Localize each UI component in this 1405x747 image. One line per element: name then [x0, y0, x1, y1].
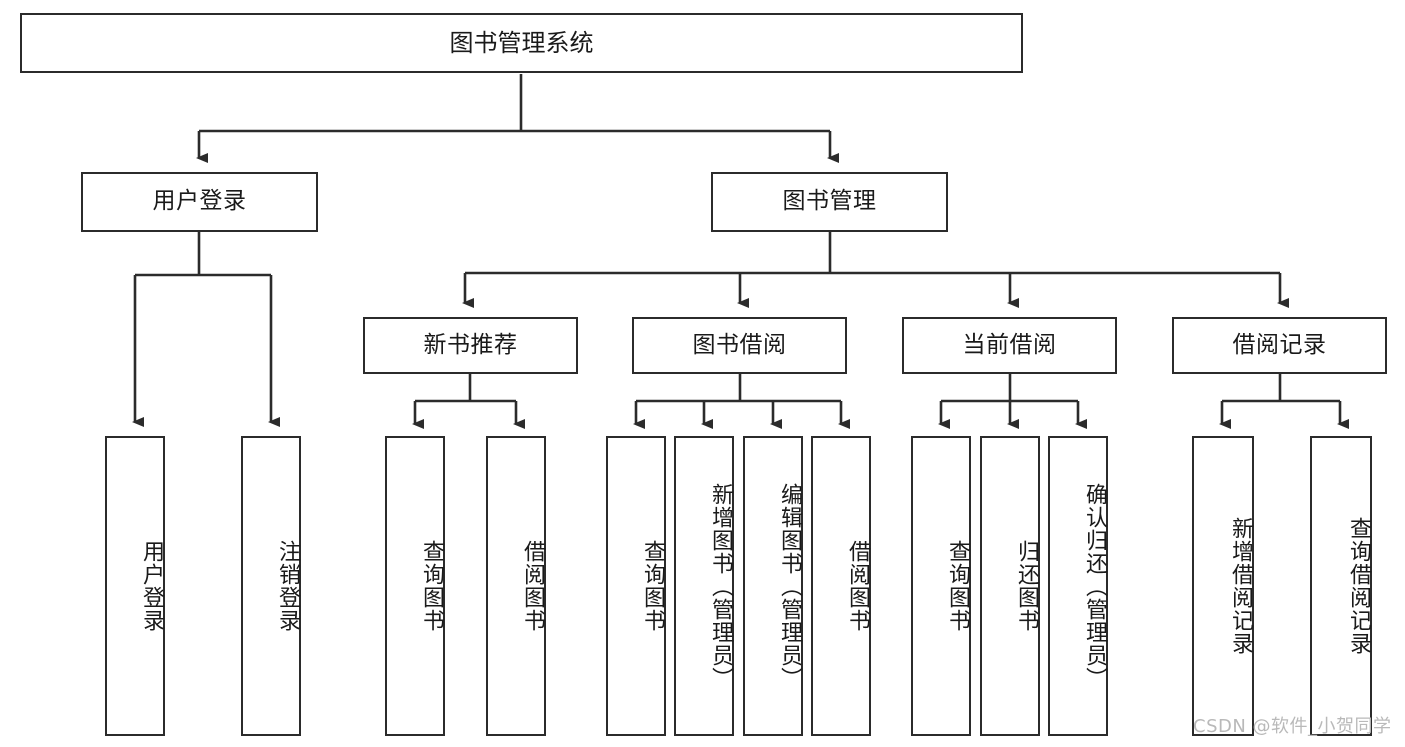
watermark-text: CSDN @软件_小贺同学: [1193, 716, 1392, 737]
leaf-user-logout-label: 注销登录: [275, 540, 300, 632]
leaf-borrow-book-1-label: 借阅图书: [520, 540, 545, 632]
leaf-query-record[interactable]: 查询借阅记录: [1310, 436, 1372, 736]
leaf-query-book-2-label: 查询图书: [640, 540, 665, 632]
leaf-query-book-3-label: 查询图书: [945, 540, 970, 632]
node-borrow-record-label: 借阅记录: [1232, 331, 1327, 358]
leaf-edit-book-label: 编辑图书（管理员）: [777, 482, 802, 690]
leaf-user-logout[interactable]: 注销登录: [241, 436, 301, 736]
leaf-return-book-label: 归还图书: [1014, 540, 1039, 632]
node-book-mgmt-label: 图书管理: [782, 188, 877, 215]
node-root-label: 图书管理系统: [449, 28, 594, 57]
node-book-mgmt[interactable]: 图书管理: [711, 172, 948, 232]
node-borrow-record[interactable]: 借阅记录: [1172, 317, 1387, 374]
node-new-book-rec-label: 新书推荐: [423, 331, 518, 358]
leaf-borrow-book-1[interactable]: 借阅图书: [486, 436, 546, 736]
leaf-user-login-label: 用户登录: [139, 540, 164, 632]
node-current-borrow-label: 当前借阅: [962, 331, 1057, 358]
node-user-login-label: 用户登录: [152, 188, 247, 215]
leaf-query-book-1[interactable]: 查询图书: [385, 436, 445, 736]
leaf-query-record-label: 查询借阅记录: [1346, 517, 1371, 655]
node-current-borrow[interactable]: 当前借阅: [902, 317, 1117, 374]
leaf-return-book[interactable]: 归还图书: [980, 436, 1040, 736]
leaf-query-book-2[interactable]: 查询图书: [606, 436, 666, 736]
leaf-add-record-label: 新增借阅记录: [1228, 517, 1253, 655]
node-user-login[interactable]: 用户登录: [81, 172, 318, 232]
node-book-borrow-label: 图书借阅: [692, 331, 787, 358]
leaf-add-record[interactable]: 新增借阅记录: [1192, 436, 1254, 736]
leaf-add-book[interactable]: 新增图书（管理员）: [674, 436, 734, 736]
leaf-query-book-3[interactable]: 查询图书: [911, 436, 971, 736]
leaf-confirm-return-label: 确认归还（管理员）: [1082, 482, 1107, 690]
node-book-borrow[interactable]: 图书借阅: [632, 317, 847, 374]
leaf-add-book-label: 新增图书（管理员）: [708, 482, 733, 690]
leaf-edit-book[interactable]: 编辑图书（管理员）: [743, 436, 803, 736]
leaf-query-book-1-label: 查询图书: [419, 540, 444, 632]
node-root[interactable]: 图书管理系统: [20, 13, 1023, 73]
leaf-borrow-book-2[interactable]: 借阅图书: [811, 436, 871, 736]
leaf-confirm-return[interactable]: 确认归还（管理员）: [1048, 436, 1108, 736]
leaf-borrow-book-2-label: 借阅图书: [845, 540, 870, 632]
node-new-book-rec[interactable]: 新书推荐: [363, 317, 578, 374]
leaf-user-login[interactable]: 用户登录: [105, 436, 165, 736]
